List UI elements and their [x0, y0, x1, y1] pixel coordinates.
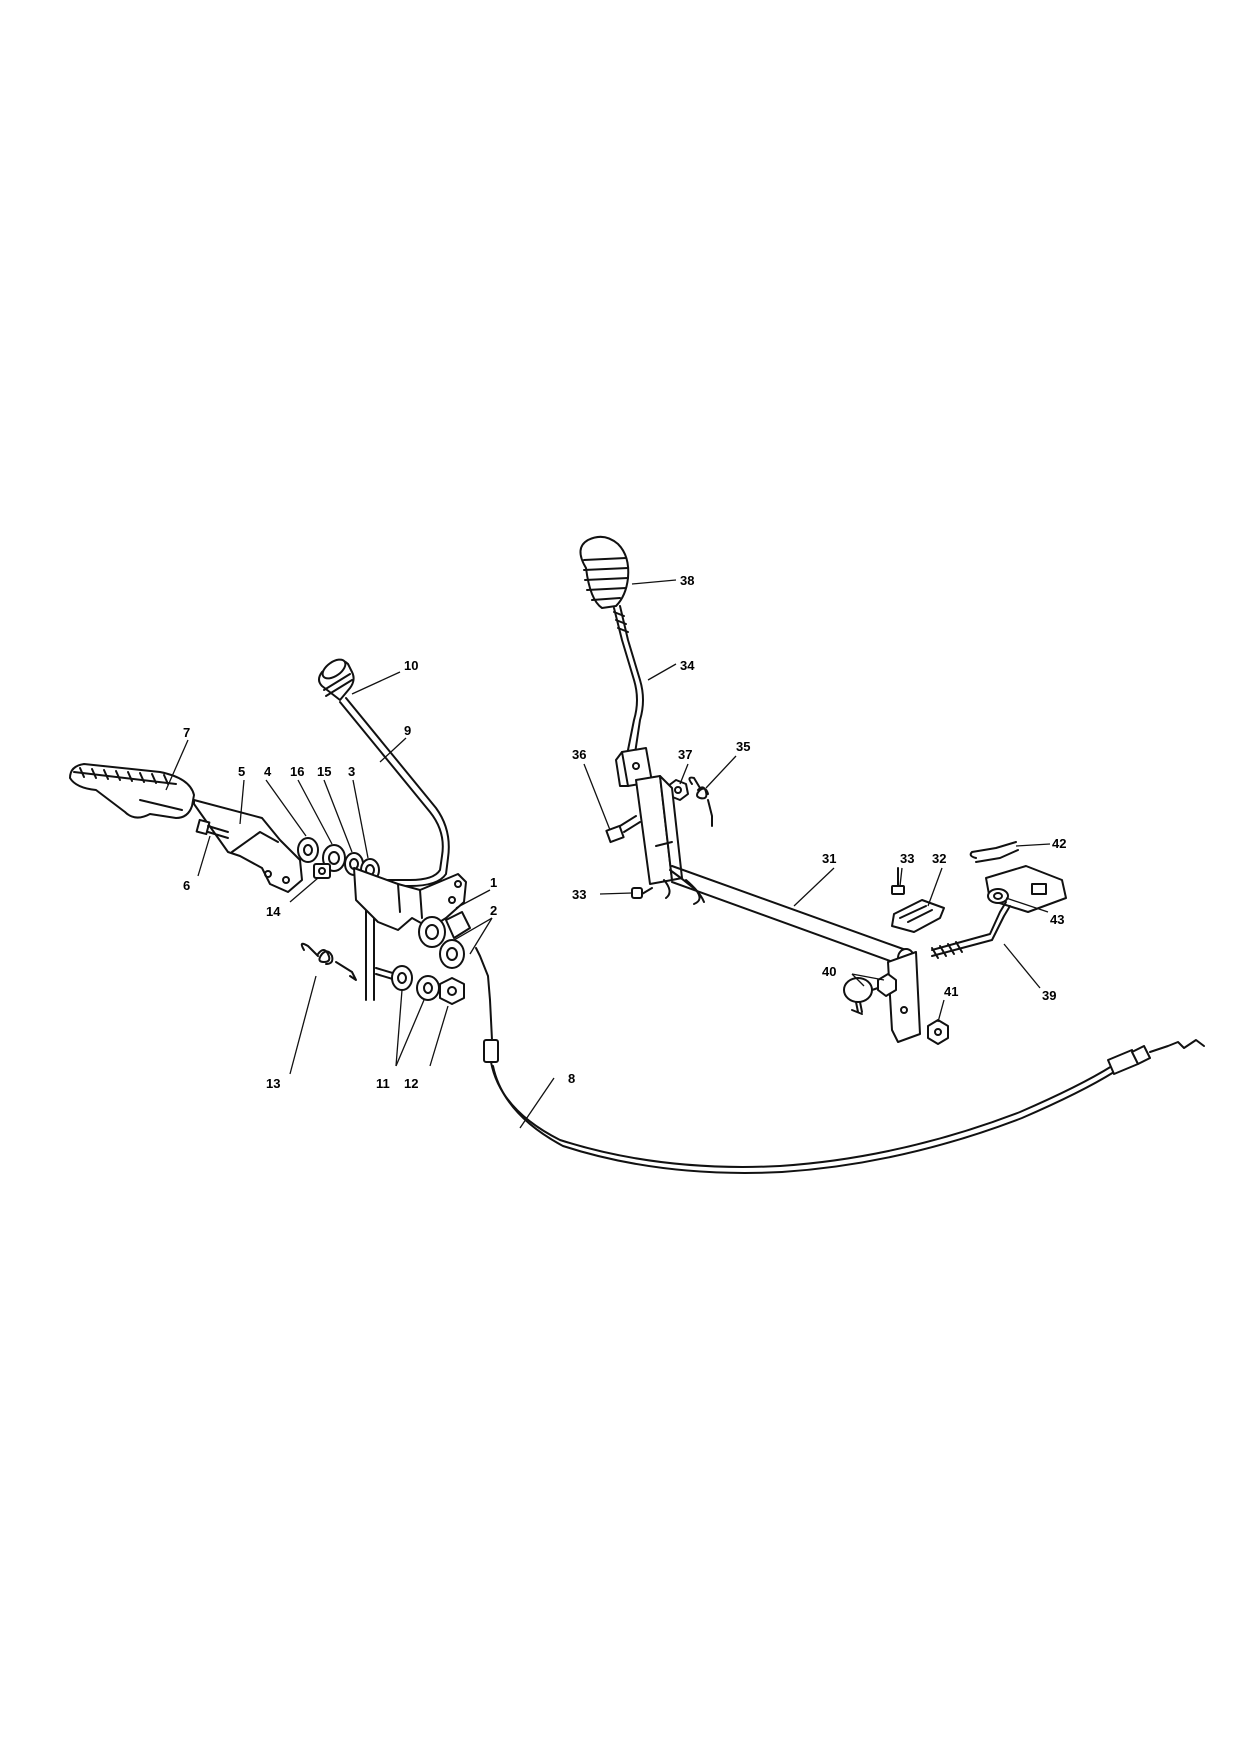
callout-9: 9: [404, 723, 411, 738]
callout-12: 12: [404, 1076, 418, 1091]
spring-35: [688, 776, 713, 827]
callout-2: 2: [490, 903, 497, 918]
callout-36: 36: [572, 747, 586, 762]
screw-33-left: [631, 887, 653, 899]
cotter-pin-42: [969, 841, 1019, 863]
pedal-pad-7: [69, 763, 195, 819]
link-rod-39: [931, 901, 1011, 959]
callout-37: 37: [678, 747, 692, 762]
ball-joint-40: [843, 973, 897, 1015]
washer-11b: [416, 975, 440, 1001]
control-cable-8: [475, 947, 1205, 1174]
callout-35: 35: [736, 739, 750, 754]
callout-43: 43: [1050, 912, 1064, 927]
bushing-2: [439, 911, 471, 969]
callout-33-top: 33: [900, 851, 914, 866]
pedal-arm-5: [193, 799, 303, 893]
callout-16: 16: [290, 764, 304, 779]
callout-42: 42: [1052, 836, 1066, 851]
leader-lines: [165, 579, 1051, 1129]
callout-14: 14: [266, 904, 281, 919]
callout-13: 13: [266, 1076, 280, 1091]
callout-15: 15: [317, 764, 331, 779]
callout-6: 6: [183, 878, 190, 893]
callout-40: 40: [822, 964, 836, 979]
nut-14: [313, 863, 331, 879]
bolt-6: [195, 818, 229, 839]
shift-lever-34: [613, 605, 653, 787]
callout-1: 1: [490, 875, 497, 890]
callout-4: 4: [264, 764, 272, 779]
callout-11: 11: [376, 1076, 390, 1091]
callout-32: 32: [932, 851, 946, 866]
screw-33-top: [891, 867, 905, 895]
spring-13: [300, 942, 357, 981]
lever-grip-10: [318, 658, 355, 701]
callout-7: 7: [183, 725, 190, 740]
shift-knob-38: [579, 535, 630, 609]
callout-39: 39: [1042, 988, 1056, 1003]
washer-11a: [391, 965, 413, 991]
bushing-4: [297, 837, 319, 863]
pivot-bracket-1: [353, 867, 467, 948]
callout-31: 31: [822, 851, 836, 866]
lever-rod-9: [339, 697, 450, 1001]
callout-41: 41: [944, 984, 958, 999]
callout-33-left: 33: [572, 887, 586, 902]
callout-10: 10: [404, 658, 418, 673]
nut-12: [439, 977, 465, 1005]
callout-5: 5: [238, 764, 245, 779]
plate-43: [985, 865, 1067, 913]
callout-8: 8: [568, 1071, 575, 1086]
clip-32: [891, 899, 945, 933]
callout-34: 34: [680, 658, 695, 673]
callout-38: 38: [680, 573, 694, 588]
callout-labels: 10 9 7 5 4 16 15 3 6 1 2 14 13 11 12 8 3…: [183, 573, 1066, 1091]
shift-shaft-31: [635, 775, 915, 968]
nut-41: [927, 1019, 949, 1045]
shaft-arm: [887, 951, 921, 1043]
callout-3: 3: [348, 764, 355, 779]
bolt-36: [605, 815, 641, 844]
